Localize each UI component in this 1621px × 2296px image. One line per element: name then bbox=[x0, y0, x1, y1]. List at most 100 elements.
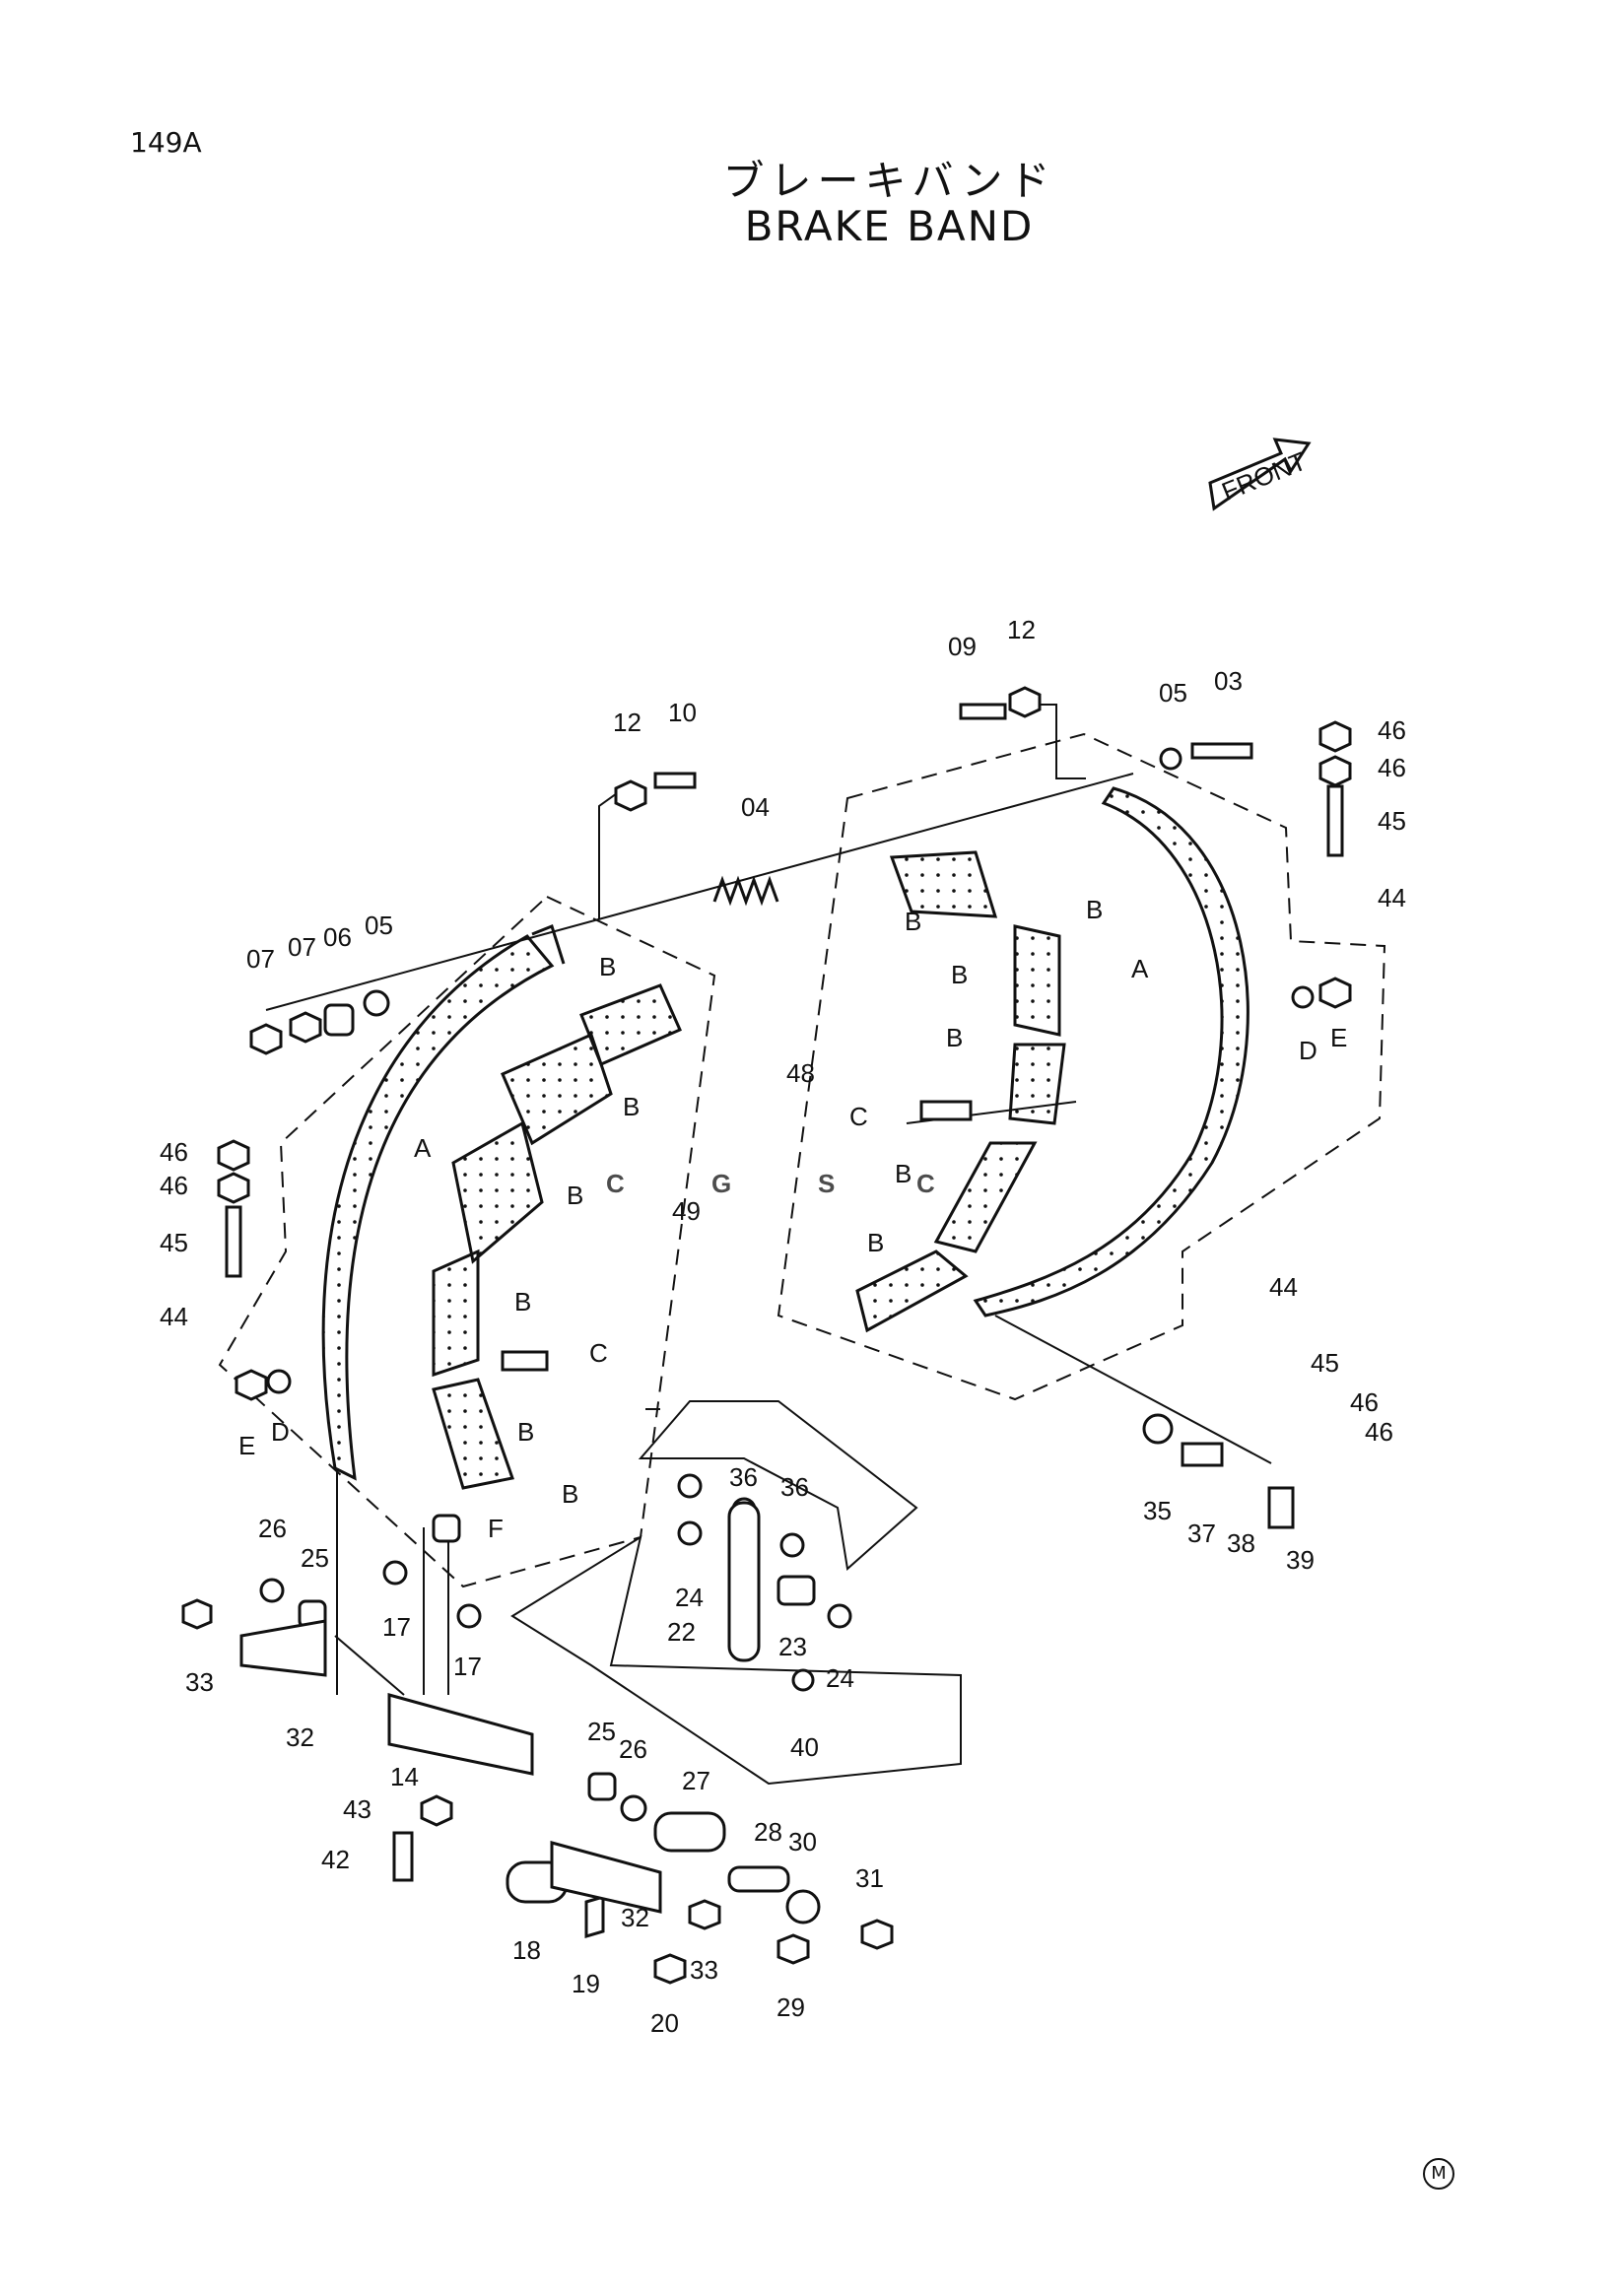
callout: 18 bbox=[512, 1935, 541, 1965]
nut-icon bbox=[249, 1023, 283, 1055]
left-lining-segments bbox=[432, 983, 682, 1490]
bushing-icon bbox=[777, 1575, 816, 1606]
title-japanese: ブレーキバンド bbox=[722, 157, 1056, 205]
bolt-icon bbox=[919, 1100, 973, 1121]
nut-icon bbox=[217, 1139, 250, 1172]
watermark-letter-2: G bbox=[711, 1169, 731, 1198]
callout: 45 bbox=[1378, 806, 1406, 836]
callout: 39 bbox=[1286, 1545, 1315, 1575]
washer-icon bbox=[779, 1532, 805, 1558]
callout: 09 bbox=[948, 632, 977, 661]
callout: 46 bbox=[1378, 715, 1406, 745]
callout: 35 bbox=[1143, 1496, 1172, 1525]
washer-icon bbox=[791, 1668, 815, 1692]
callout: E bbox=[238, 1431, 255, 1460]
callout: 04 bbox=[741, 792, 770, 822]
callout: 40 bbox=[790, 1732, 819, 1762]
washer-icon bbox=[827, 1603, 852, 1629]
callout: 26 bbox=[258, 1514, 287, 1543]
callout: 46 bbox=[160, 1171, 188, 1200]
clip-icon bbox=[584, 1894, 605, 1939]
washer-icon bbox=[620, 1794, 647, 1822]
front-label: FRONT bbox=[1218, 446, 1311, 506]
watermark-letter-3: S bbox=[818, 1169, 835, 1198]
callout: B bbox=[562, 1479, 578, 1509]
callout: 05 bbox=[1159, 678, 1187, 708]
callout: 38 bbox=[1227, 1528, 1255, 1558]
washer-icon bbox=[677, 1473, 703, 1499]
bolt-icon bbox=[501, 1350, 549, 1372]
callout: 46 bbox=[1378, 753, 1406, 782]
leader-lines bbox=[265, 704, 1272, 1786]
bolt-head-icon bbox=[860, 1919, 894, 1950]
callout: F bbox=[488, 1514, 504, 1543]
washer-icon bbox=[1159, 747, 1182, 771]
callout: 24 bbox=[826, 1663, 854, 1693]
bushing-icon bbox=[323, 1003, 355, 1037]
washer-icon bbox=[785, 1889, 821, 1925]
hardware-parts bbox=[181, 686, 1352, 1985]
callout: 27 bbox=[682, 1766, 710, 1795]
outline-left-assembly bbox=[218, 895, 716, 1588]
callout: B bbox=[567, 1181, 583, 1210]
callout: 49 bbox=[672, 1196, 701, 1226]
callout: 46 bbox=[1350, 1387, 1379, 1417]
washer-icon bbox=[363, 989, 390, 1017]
link-plate-icon bbox=[727, 1501, 761, 1662]
nut-icon bbox=[1318, 977, 1352, 1009]
callout: 48 bbox=[786, 1058, 815, 1088]
callout: 33 bbox=[185, 1667, 214, 1697]
callout: B bbox=[623, 1092, 640, 1121]
corner-mark: M bbox=[1423, 2158, 1454, 2190]
callout: 43 bbox=[343, 1794, 371, 1824]
washer-icon bbox=[382, 1560, 408, 1586]
callout: 07 bbox=[288, 932, 316, 962]
callout: D bbox=[1299, 1036, 1317, 1065]
callout: 05 bbox=[365, 911, 393, 940]
callout: 25 bbox=[301, 1543, 329, 1573]
title-english: BRAKE BAND bbox=[744, 202, 1035, 250]
callout: 23 bbox=[778, 1632, 807, 1661]
nut-icon bbox=[289, 1011, 322, 1044]
callout: B bbox=[1086, 895, 1103, 924]
washer-icon bbox=[1142, 1413, 1174, 1445]
callout: B bbox=[951, 960, 968, 989]
callout: 32 bbox=[286, 1722, 314, 1752]
callout: 32 bbox=[621, 1903, 649, 1932]
callout: B bbox=[599, 952, 616, 981]
bolt-icon bbox=[1267, 1486, 1295, 1529]
callout: 44 bbox=[1378, 883, 1406, 912]
callout: A bbox=[1131, 954, 1149, 983]
callout: 22 bbox=[667, 1617, 696, 1647]
washer-icon bbox=[1291, 985, 1315, 1009]
washer-icon bbox=[259, 1578, 285, 1603]
spring-icon bbox=[712, 875, 779, 907]
callout: 30 bbox=[788, 1827, 817, 1857]
callout: B bbox=[905, 907, 921, 936]
bracket-icon bbox=[239, 1619, 327, 1677]
callout: 36 bbox=[780, 1472, 809, 1502]
callout: 26 bbox=[619, 1734, 647, 1764]
callout: 25 bbox=[587, 1717, 616, 1746]
callout: 29 bbox=[777, 1992, 805, 2022]
callout: 17 bbox=[382, 1612, 411, 1642]
pin-icon bbox=[653, 1811, 726, 1853]
callout: C bbox=[849, 1102, 868, 1131]
washer-icon bbox=[456, 1603, 482, 1629]
callout: 28 bbox=[754, 1817, 782, 1847]
front-arrow-icon: FRONT bbox=[1208, 438, 1312, 511]
watermark: C G S C bbox=[606, 1169, 935, 1198]
callout: B bbox=[517, 1417, 534, 1447]
bolt-head-icon bbox=[688, 1899, 721, 1930]
callout: 12 bbox=[613, 708, 642, 737]
nut-icon bbox=[217, 1172, 250, 1204]
callout: 46 bbox=[160, 1137, 188, 1167]
callout: 33 bbox=[690, 1955, 718, 1985]
nut-icon bbox=[1318, 720, 1352, 753]
callout: 19 bbox=[572, 1969, 600, 1998]
bolt-head-icon bbox=[653, 1953, 687, 1985]
callout: 12 bbox=[1007, 615, 1036, 644]
nut-icon bbox=[1008, 686, 1042, 718]
washer-icon bbox=[266, 1369, 292, 1394]
